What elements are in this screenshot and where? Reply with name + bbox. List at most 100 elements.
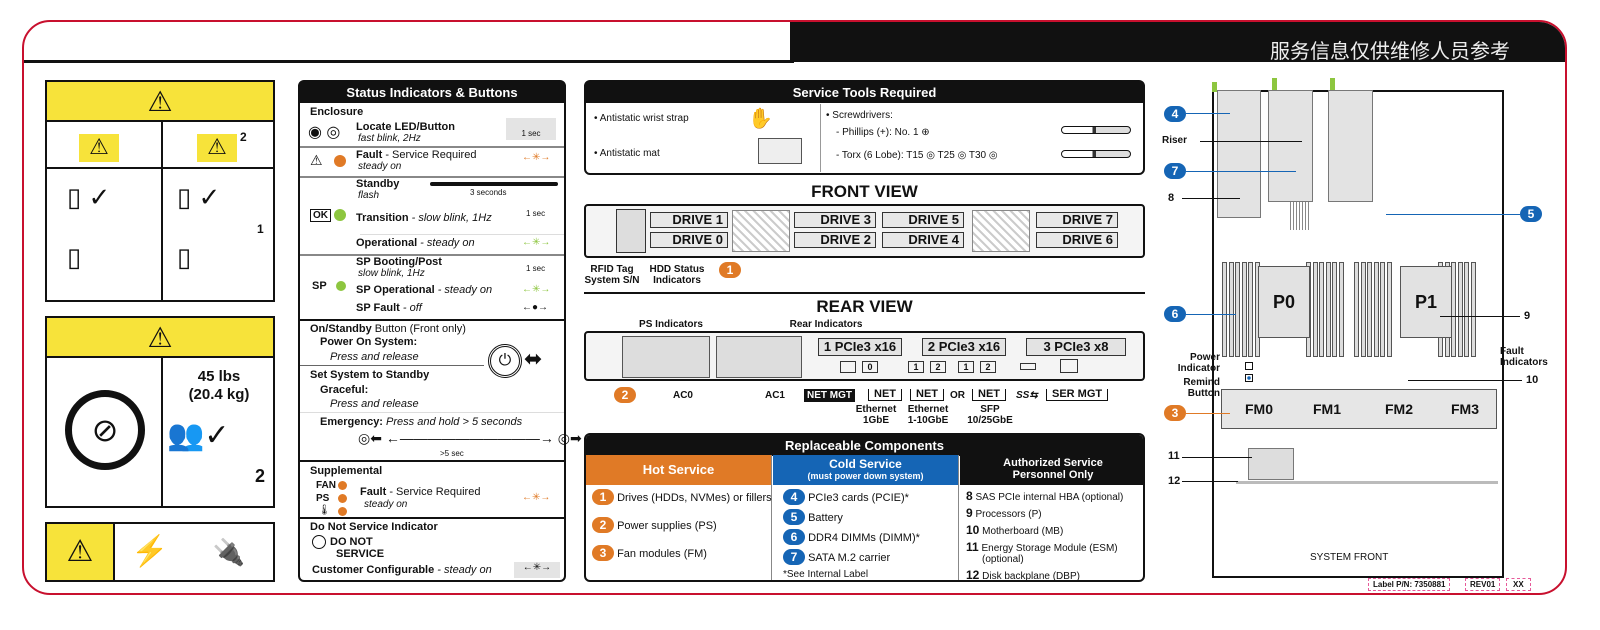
- steady-on-icon: ←✳→: [522, 284, 551, 295]
- dimm-slot[interactable]: [1338, 262, 1344, 357]
- pcie-slot-3[interactable]: 3 PCIe3 x8: [1026, 338, 1126, 356]
- dimm-slot[interactable]: [1312, 262, 1318, 357]
- net-0-port[interactable]: 0: [862, 361, 878, 373]
- dimm-slot[interactable]: [1386, 262, 1392, 357]
- drive-bay-0[interactable]: DRIVE 0: [650, 232, 728, 248]
- pcie-card-4[interactable]: [1217, 90, 1261, 218]
- usb-port[interactable]: [1020, 363, 1036, 370]
- standby-flash-bar: [430, 182, 558, 186]
- dimm-slot[interactable]: [1228, 262, 1234, 357]
- blink-pattern-icon: ←✳→: [514, 562, 560, 578]
- phillips-screwdriver-icon: [1061, 126, 1131, 134]
- dimm-slot[interactable]: [1380, 262, 1385, 357]
- warning-icon: ⚠: [47, 524, 115, 580]
- fan-module-1[interactable]: FM1: [1313, 401, 1341, 417]
- drive-bay-7[interactable]: DRIVE 7: [1036, 212, 1118, 228]
- dimm-slot[interactable]: [1248, 262, 1253, 357]
- tip-hazard-icon: ⚠: [197, 134, 237, 162]
- dimm-slot[interactable]: [1325, 262, 1331, 357]
- two-person-lift-icon: 👥✓: [167, 419, 230, 452]
- double-arrow-icon: ⬌: [524, 346, 543, 371]
- vent-grille: [972, 210, 1030, 252]
- wrist-strap-icon: ✋: [748, 108, 773, 130]
- rack-icon: ▯: [67, 242, 82, 272]
- fault-led: [334, 155, 346, 167]
- antistatic-mat-icon: [758, 138, 802, 164]
- dimm-slot[interactable]: [1332, 262, 1337, 357]
- power-button-icon[interactable]: ⏻: [488, 344, 522, 378]
- fan-module-0[interactable]: FM0: [1245, 401, 1273, 417]
- power-indicator: [1245, 362, 1253, 370]
- ps-fault-led: [338, 494, 347, 503]
- replaceable-components-panel: Replaceable Components Hot Service 1 Dri…: [584, 433, 1145, 582]
- fault-warning-icon: ⚠: [310, 152, 323, 168]
- energy-storage-module[interactable]: [1248, 448, 1294, 480]
- heatsink: [1290, 202, 1310, 230]
- fan-fault-led: [338, 481, 347, 490]
- temperature-icon: 🌡: [318, 505, 331, 516]
- front-view-title: FRONT VIEW: [811, 182, 918, 201]
- tip-warning-panel: ⚠ ⚠ ⚠ 2 ▯ ✓ ▯ ▯ ✓ 1 ▯: [45, 80, 275, 302]
- processor-p0[interactable]: P0: [1258, 266, 1310, 338]
- pcie-slot-2[interactable]: 2 PCIe3 x16: [922, 338, 1006, 356]
- dimm-slot[interactable]: [1235, 262, 1240, 357]
- dimm-slot[interactable]: [1367, 262, 1372, 357]
- sp-led: [336, 281, 346, 291]
- warning-icon: ⚠: [47, 82, 273, 122]
- dimm-slot[interactable]: [1464, 262, 1469, 357]
- dimm-slot[interactable]: [1360, 262, 1366, 357]
- dimm-slot[interactable]: [1373, 262, 1379, 357]
- pcie-slot-1[interactable]: 1 PCIe3 x16: [818, 338, 902, 356]
- ser-mgt-port[interactable]: [1060, 359, 1078, 373]
- rack-extend-icon: ▯ ✓: [67, 182, 111, 212]
- drive-bay-4[interactable]: DRIVE 4: [882, 232, 964, 248]
- dimm-slot[interactable]: [1241, 262, 1247, 357]
- usb-icon: SS⇆: [1016, 390, 1038, 401]
- fan-tray: FM0 FM1 FM2 FM3: [1221, 389, 1497, 429]
- do-not-service-led: [312, 535, 326, 549]
- riser[interactable]: [1328, 90, 1373, 202]
- drive-bay-2[interactable]: DRIVE 2: [794, 232, 876, 248]
- steady-on-icon: ←✳→: [522, 152, 551, 163]
- dimm-slot[interactable]: [1457, 262, 1463, 357]
- riser[interactable]: [1268, 90, 1313, 202]
- tip-hazard-icon: ⚠: [79, 134, 119, 162]
- status-indicators-panel: Status Indicators & Buttons Enclosure ◉ …: [298, 80, 582, 582]
- power-supply-1[interactable]: [716, 336, 802, 378]
- callout-1: 1: [719, 262, 741, 278]
- rack-extend-icon: ▯ ✓: [177, 182, 221, 212]
- dimm-slot[interactable]: [1470, 262, 1476, 357]
- fan-module-2[interactable]: FM2: [1385, 401, 1413, 417]
- service-notice-cn: 服务信息仅供维修人员参考: [1270, 39, 1510, 63]
- electric-shock-icon: ⚡: [131, 535, 169, 568]
- drive-bay-6[interactable]: DRIVE 6: [1036, 232, 1118, 248]
- processor-p1[interactable]: P1: [1400, 266, 1452, 338]
- power-button-icon: ◎⬅ ←——————————→ ◎➡: [358, 430, 582, 446]
- vent-grille: [732, 210, 790, 252]
- steady-on-icon: ←✳→: [522, 492, 551, 503]
- dimm-slot[interactable]: [1354, 262, 1359, 357]
- ok-led: [334, 209, 346, 221]
- rear-chassis: 1 PCIe3 x16 2 PCIe3 x16 3 PCIe3 x8 0 1 2…: [584, 331, 1145, 381]
- dimm-slot[interactable]: [1319, 262, 1324, 357]
- power-supply-0[interactable]: [622, 336, 710, 378]
- drive-bay-3[interactable]: DRIVE 3: [794, 212, 876, 228]
- off-icon: ←●→: [522, 302, 549, 313]
- dimm-slot[interactable]: [1222, 262, 1227, 357]
- net-mgt-port[interactable]: [840, 361, 856, 373]
- front-chassis: DRIVE 1 DRIVE 0 DRIVE 3 DRIVE 2 DRIVE 5 …: [584, 204, 1145, 258]
- no-single-lift-icon: ⊘: [65, 390, 145, 470]
- header-line: [24, 60, 794, 63]
- electrical-warning-panel: ⚠ ⚡ 🔌: [45, 522, 275, 582]
- remind-button[interactable]: [1245, 374, 1253, 382]
- drive-bay-5[interactable]: DRIVE 5: [882, 212, 964, 228]
- rack-icon: ▯: [177, 242, 192, 272]
- disk-backplane: [1236, 481, 1498, 484]
- torx-screwdriver-icon: [1061, 150, 1131, 158]
- drive-bay-1[interactable]: DRIVE 1: [650, 212, 728, 228]
- rear-view-title: REAR VIEW: [816, 297, 913, 316]
- locate-button-icon[interactable]: ◉ ◎: [308, 124, 341, 141]
- panel-title: Status Indicators & Buttons: [300, 82, 564, 103]
- unplug-icon: 🔌: [212, 537, 246, 567]
- fan-module-3[interactable]: FM3: [1451, 401, 1479, 417]
